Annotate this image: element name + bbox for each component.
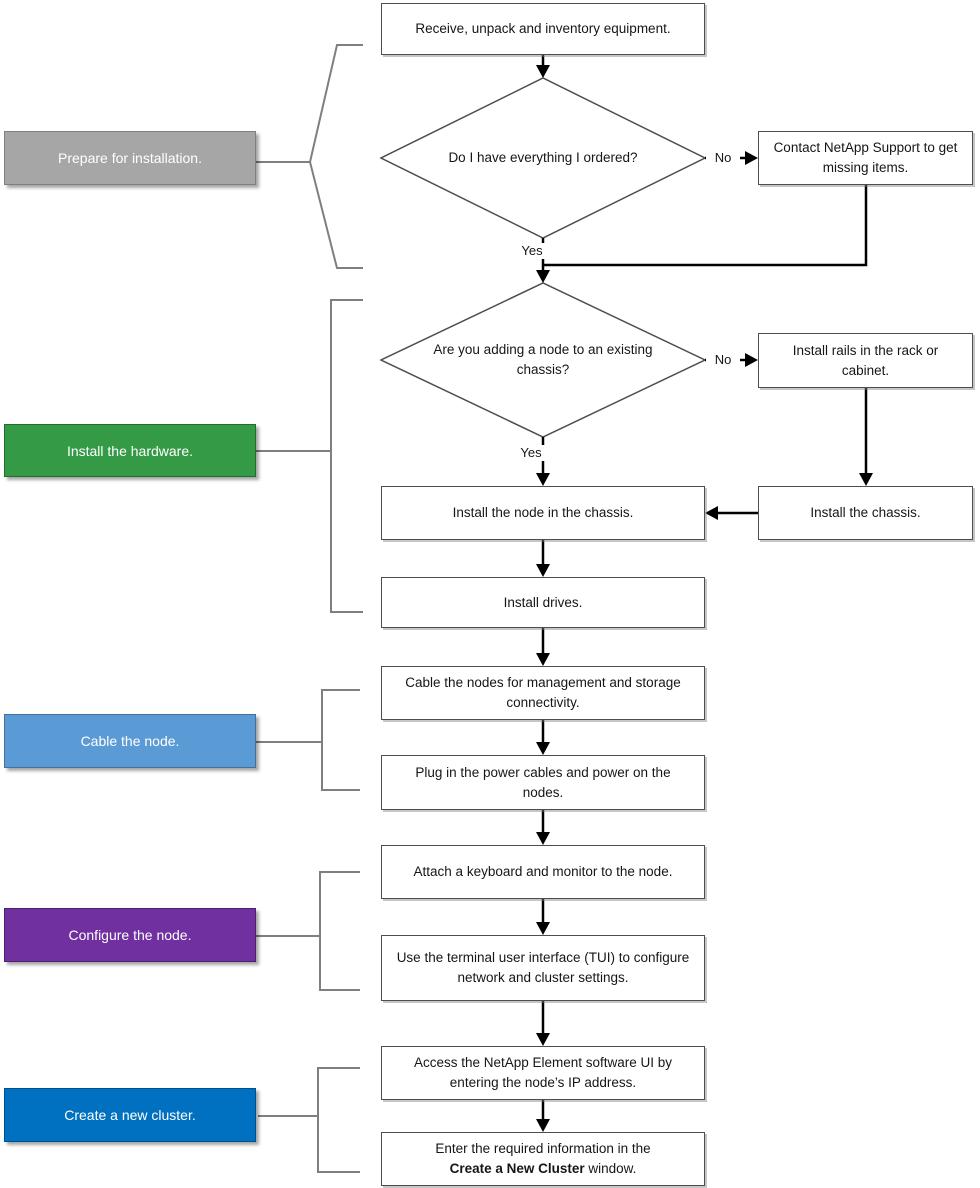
arrowhead [859,473,873,486]
decision-text-everything-ordered: Do I have everything I ordered? [448,150,638,166]
step-access-element-ui: Access the NetApp Element software UI by… [381,1046,705,1100]
edge-support-return [543,185,868,267]
step-attach-keyboard-monitor: Attach a keyboard and monitor to the nod… [381,845,705,899]
arrowhead [536,564,550,577]
arrowhead [536,922,550,935]
phase-cable-the-node: Cable the node. [4,714,256,768]
bracket-configure [256,871,360,991]
step-enter-cluster-info-text: Enter the required information in the Cr… [435,1139,650,1178]
arrowhead [536,1033,550,1046]
arrowhead [745,151,758,165]
arrowhead [536,473,550,486]
step-install-drives: Install drives. [381,577,705,628]
step-plug-in-power: Plug in the power cables and power on th… [381,755,705,810]
bracket-prepare [256,44,363,269]
step-install-rails: Install rails in the rack or cabinet. [758,333,973,388]
edge-label-no-decision2: No [706,352,740,368]
phase-create-a-new-cluster: Create a new cluster. [4,1088,256,1142]
step-receive-unpack-inventory: Receive, unpack and inventory equipment. [381,3,705,55]
decision-text-existing-chassis: Are you adding a node to an existing cha… [433,342,653,377]
step-enter-cluster-info: Enter the required information in the Cr… [381,1132,705,1186]
step-cable-nodes: Cable the nodes for management and stora… [381,666,705,720]
arrowhead [536,270,550,283]
arrowhead [705,506,718,520]
arrowhead [536,1119,550,1132]
phase-configure-the-node: Configure the node. [4,908,256,962]
arrowhead [745,353,758,367]
enter-info-line2: Create a New Cluster window. [435,1159,650,1179]
bracket-hardware [256,299,363,613]
edge-label-yes-decision1: Yes [514,243,550,259]
arrowhead [536,653,550,666]
arrowhead [536,742,550,755]
step-use-tui: Use the terminal user interface (TUI) to… [381,935,705,1001]
arrowhead [536,832,550,845]
phase-install-the-hardware: Install the hardware. [4,424,256,477]
enter-info-line1: Enter the required information in the [435,1141,651,1157]
step-install-chassis: Install the chassis. [758,486,973,540]
step-install-node-in-chassis: Install the node in the chassis. [381,486,705,540]
phase-prepare-for-installation: Prepare for installation. [4,131,256,185]
step-contact-netapp-support: Contact NetApp Support to get missing it… [758,131,973,185]
bracket-cable [256,689,360,791]
edge-label-yes-decision2: Yes [513,445,549,461]
arrowhead [536,65,550,78]
edge-label-no-decision1: No [706,150,740,166]
bracket-cluster [258,1067,360,1173]
enter-info-bold: Create a New Cluster [449,1161,585,1176]
enter-info-suffix: window. [584,1161,637,1176]
